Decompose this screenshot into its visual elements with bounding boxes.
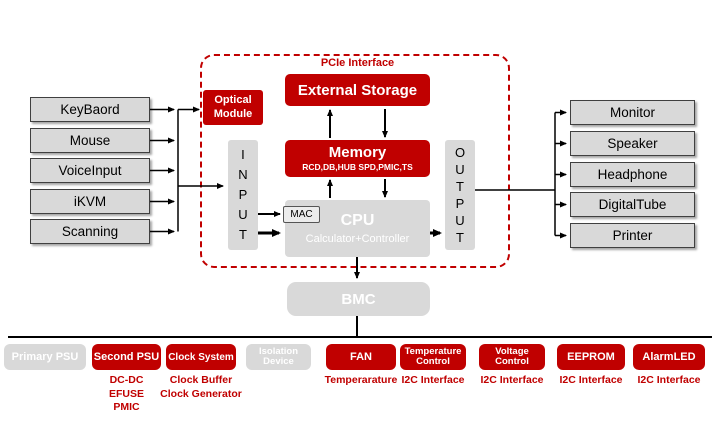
mac-block: MAC xyxy=(283,206,320,223)
memory-title: Memory xyxy=(328,144,387,162)
module-sub-label: Clock Buffer xyxy=(169,374,233,386)
memory-block: Memory RCD,DB,HUB SPD,PMIC,TS xyxy=(285,140,430,177)
module-eeprom: EEPROM I2C Interface xyxy=(557,344,625,388)
device-headphone: Headphone xyxy=(570,162,695,187)
cpu-title: CPU xyxy=(340,212,375,230)
module-alarmled: AlarmLED I2C Interface xyxy=(633,344,705,388)
module-box: Temperature Control xyxy=(400,344,466,370)
device-keybaord: KeyBaord xyxy=(30,97,150,122)
input-block: I N P U T xyxy=(228,140,258,250)
module-box: Clock System xyxy=(166,344,236,370)
external-storage-block: External Storage xyxy=(285,74,430,106)
module-box: EEPROM xyxy=(557,344,625,370)
module-primary-psu: Primary PSU xyxy=(4,344,86,370)
device-monitor: Monitor xyxy=(570,100,695,125)
module-sub-label: PMIC xyxy=(113,401,140,414)
module-sub-label: I2C Interface xyxy=(401,374,465,386)
module-sub-label: I2C Interface xyxy=(480,374,544,386)
output-block: O U T P U T xyxy=(445,140,475,250)
module-temperature-control: Temperature Control I2C Interface xyxy=(400,344,466,388)
pcie-interface-label: PCIe Interface xyxy=(320,57,395,69)
module-box: AlarmLED xyxy=(633,344,705,370)
module-fan: FAN Temperarature xyxy=(324,344,398,388)
device-digitaltube: DigitalTube xyxy=(570,192,695,217)
module-box: FAN xyxy=(326,344,396,370)
module-isolation-device: Isolation Device xyxy=(246,344,311,370)
cpu-subtitle: Calculator+Controller xyxy=(305,232,410,245)
device-printer: Printer xyxy=(570,223,695,248)
core-data-arrows xyxy=(258,109,442,337)
module-sub-label: DC-DC xyxy=(109,374,144,386)
bmc-block: BMC xyxy=(287,282,430,316)
device-scanning: Scanning xyxy=(30,219,150,244)
memory-components: RCD,DB,HUB SPD,PMIC,TS xyxy=(302,161,413,172)
device-speaker: Speaker xyxy=(570,131,695,156)
module-sub-label: Clock Generator xyxy=(160,387,242,400)
left-input-bus xyxy=(150,106,224,235)
module-box: Isolation Device xyxy=(246,344,311,370)
device-ikvm: iKVM xyxy=(30,189,150,214)
module-sub-label: I2C Interface xyxy=(637,374,701,386)
module-sub-label: EFUSE xyxy=(108,387,144,400)
optical-module-block: Optical Module xyxy=(203,90,263,125)
device-voiceinput: VoiceInput xyxy=(30,158,150,183)
module-second-psu: Second PSU DC-DC EFUSE PMIC xyxy=(92,344,161,415)
module-box: Voltage Control xyxy=(479,344,545,370)
right-output-bus xyxy=(475,109,567,239)
module-sub-label: I2C Interface xyxy=(559,374,623,386)
module-clock-system: Clock System Clock Buffer Clock Generato… xyxy=(160,344,242,401)
module-box: Second PSU xyxy=(92,344,161,370)
module-box: Primary PSU xyxy=(4,344,86,370)
module-sub-label: Temperarature xyxy=(324,374,398,386)
module-voltage-control: Voltage Control I2C Interface xyxy=(479,344,545,388)
device-mouse: Mouse xyxy=(30,128,150,153)
core-dashed-frame xyxy=(200,54,510,268)
